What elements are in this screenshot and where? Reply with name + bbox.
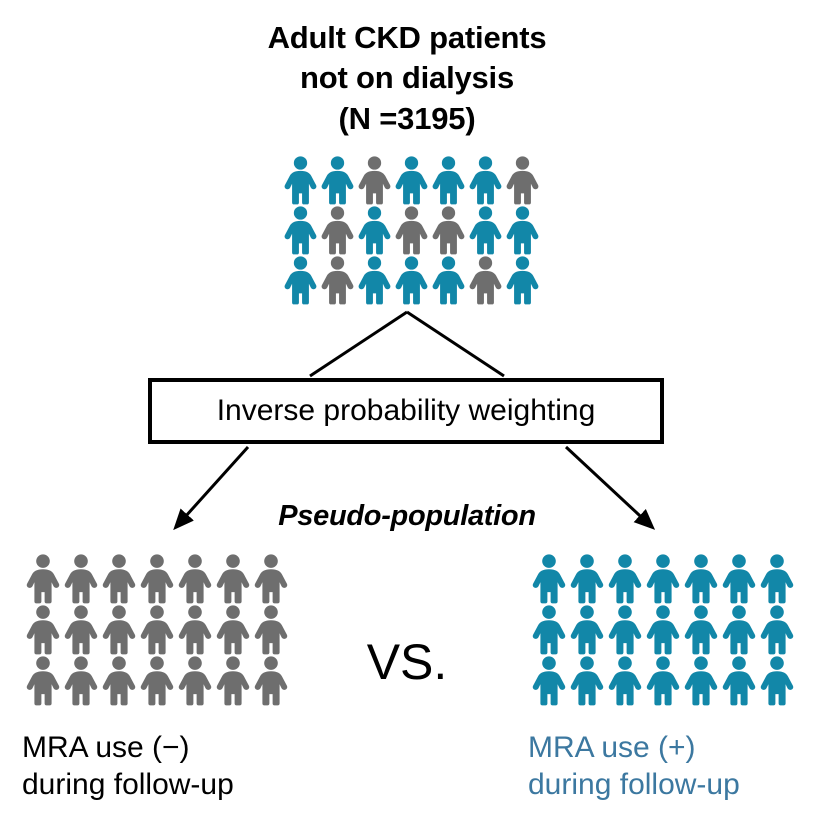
process-box-label: Inverse probability weighting — [216, 394, 596, 427]
mra-negative-caption-line-2: during follow-up — [22, 767, 234, 801]
person-icon — [284, 206, 317, 255]
person-icon — [760, 656, 794, 706]
pictogram-row — [24, 553, 290, 604]
title-line-2: not on dialysis — [299, 60, 515, 96]
pictogram-row — [282, 255, 541, 305]
person-icon — [321, 156, 354, 205]
inverse-probability-weighting-box: Inverse probability weighting — [148, 378, 664, 444]
mra-positive-pictogram — [530, 553, 796, 706]
person-icon — [570, 605, 604, 655]
person-icon — [532, 656, 566, 706]
person-icon — [216, 554, 250, 604]
person-icon — [532, 554, 566, 604]
person-icon — [178, 656, 212, 706]
person-icon — [760, 605, 794, 655]
pictogram-row — [530, 655, 796, 706]
pseudo-population-label: Pseudo-population — [278, 500, 536, 532]
person-icon — [140, 656, 174, 706]
pictogram-row — [530, 604, 796, 655]
person-icon — [506, 256, 539, 305]
mra-negative-pictogram — [24, 553, 290, 706]
title-line-3: (N =3195) — [338, 100, 476, 136]
person-icon — [684, 605, 718, 655]
person-icon — [432, 206, 465, 255]
person-icon — [102, 554, 136, 604]
person-icon — [646, 554, 680, 604]
mra-positive-caption: MRA use (+) during follow-up — [528, 730, 740, 803]
person-icon — [570, 656, 604, 706]
person-icon — [684, 656, 718, 706]
pictogram-row — [530, 553, 796, 604]
person-icon — [254, 554, 288, 604]
person-icon — [608, 656, 642, 706]
person-icon — [506, 156, 539, 205]
page-title: Adult CKD patients not on dialysis (N =3… — [0, 18, 814, 139]
person-icon — [26, 554, 60, 604]
person-icon — [570, 554, 604, 604]
source-population-pictogram — [282, 155, 541, 305]
person-icon — [140, 605, 174, 655]
person-icon — [395, 156, 428, 205]
person-icon — [506, 206, 539, 255]
person-icon — [469, 206, 502, 255]
pictogram-row — [282, 205, 541, 255]
person-icon — [646, 656, 680, 706]
mra-negative-caption-line-1: MRA use (−) — [22, 731, 190, 764]
person-icon — [102, 605, 136, 655]
mra-positive-caption-line-1: MRA use (+) — [528, 731, 696, 764]
connector-right-up — [406, 310, 505, 378]
person-icon — [102, 656, 136, 706]
mra-negative-caption: MRA use (−) during follow-up — [22, 730, 234, 803]
person-icon — [432, 256, 465, 305]
person-icon — [64, 605, 98, 655]
pictogram-row — [24, 655, 290, 706]
person-icon — [760, 554, 794, 604]
person-icon — [321, 256, 354, 305]
person-icon — [178, 605, 212, 655]
person-icon — [395, 206, 428, 255]
person-icon — [684, 554, 718, 604]
pictogram-row — [282, 155, 541, 205]
person-icon — [722, 554, 756, 604]
connector-left-up — [309, 310, 408, 378]
person-icon — [26, 656, 60, 706]
title-line-1: Adult CKD patients — [267, 20, 547, 55]
person-icon — [140, 554, 174, 604]
person-icon — [216, 656, 250, 706]
person-icon — [608, 605, 642, 655]
person-icon — [469, 156, 502, 205]
person-icon — [64, 656, 98, 706]
person-icon — [64, 554, 98, 604]
person-icon — [608, 554, 642, 604]
person-icon — [358, 206, 391, 255]
person-icon — [532, 605, 566, 655]
versus-label: VS. — [366, 634, 448, 690]
person-icon — [254, 605, 288, 655]
person-icon — [254, 656, 288, 706]
person-icon — [469, 256, 502, 305]
person-icon — [178, 554, 212, 604]
person-icon — [722, 605, 756, 655]
mra-positive-caption-line-2: during follow-up — [528, 767, 740, 801]
person-icon — [358, 256, 391, 305]
person-icon — [722, 656, 756, 706]
person-icon — [216, 605, 250, 655]
person-icon — [395, 256, 428, 305]
person-icon — [358, 156, 391, 205]
pictogram-row — [24, 604, 290, 655]
person-icon — [284, 156, 317, 205]
person-icon — [26, 605, 60, 655]
person-icon — [646, 605, 680, 655]
person-icon — [284, 256, 317, 305]
person-icon — [432, 156, 465, 205]
person-icon — [321, 206, 354, 255]
